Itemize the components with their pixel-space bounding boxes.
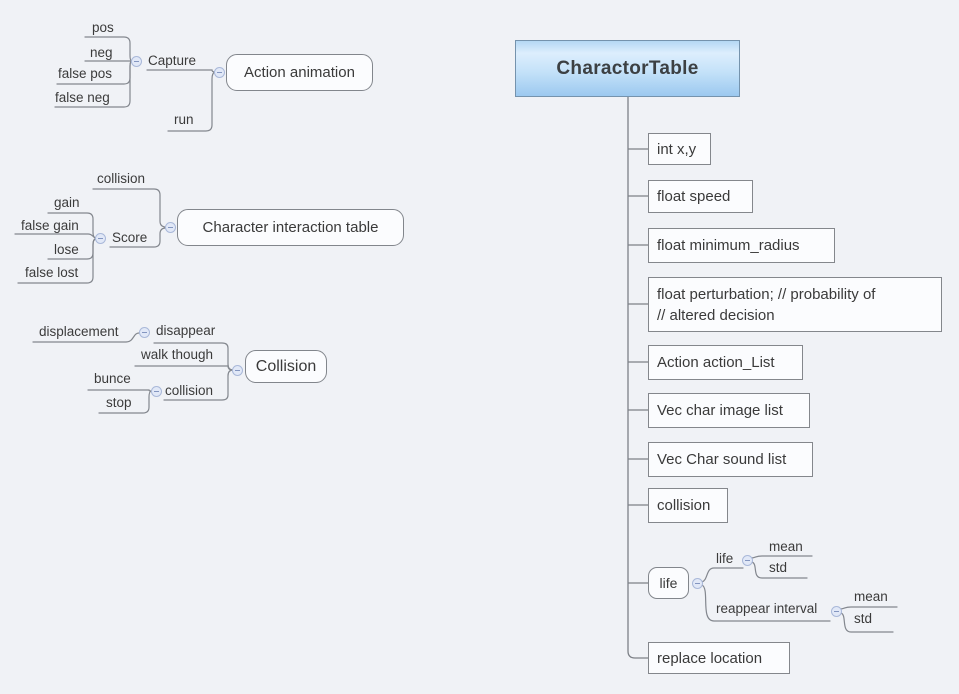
node-pos[interactable]: pos — [92, 20, 114, 35]
minus-icon — [167, 227, 173, 228]
collapse-toggle-life[interactable] — [691, 577, 703, 589]
node-float-minimum-radius[interactable]: float minimum_radius — [648, 228, 835, 263]
node-charactor-table-root[interactable]: CharactorTable — [515, 40, 740, 97]
node-false-lost[interactable]: false lost — [25, 265, 79, 280]
minus-icon — [142, 332, 147, 333]
collapse-toggle-collision[interactable] — [232, 364, 243, 376]
node-false-pos[interactable]: false pos — [58, 66, 113, 81]
node-action-action-list[interactable]: Action action_List — [648, 345, 803, 380]
node-reappear-interval[interactable]: reappear interval — [716, 601, 818, 616]
node-reappear-std[interactable]: std — [854, 611, 873, 626]
node-collision[interactable]: Collision — [245, 350, 327, 383]
collapse-toggle-life-inner[interactable] — [742, 554, 753, 566]
node-walk-though[interactable]: walk though — [141, 347, 214, 362]
node-bunce[interactable]: bunce — [94, 371, 131, 386]
minus-icon — [235, 369, 240, 371]
minus-icon — [133, 60, 139, 62]
node-lose[interactable]: lose — [54, 242, 79, 257]
node-float-perturbation[interactable]: float perturbation; // probability of //… — [648, 277, 942, 332]
node-collision-score[interactable]: collision — [97, 171, 146, 186]
minus-icon — [834, 610, 839, 612]
node-life-inner[interactable]: life — [716, 551, 734, 566]
node-life-mean[interactable]: mean — [769, 539, 803, 554]
minus-icon — [97, 238, 103, 239]
minus-icon — [745, 559, 750, 561]
collapse-toggle-character-interaction[interactable] — [164, 222, 176, 233]
node-vec-char-sound-list[interactable]: Vec Char sound list — [648, 442, 813, 477]
node-character-interaction-table[interactable]: Character interaction table — [177, 209, 404, 246]
minus-icon — [216, 71, 222, 73]
node-neg[interactable]: neg — [90, 45, 113, 60]
node-score[interactable]: Score — [112, 230, 148, 245]
minus-icon — [694, 582, 700, 584]
node-disappear[interactable]: disappear — [156, 323, 216, 338]
node-displacement[interactable]: displacement — [39, 324, 119, 339]
collapse-toggle-disappear[interactable] — [139, 327, 150, 338]
node-action-animation[interactable]: Action animation — [226, 54, 373, 91]
node-gain[interactable]: gain — [54, 195, 80, 210]
collapse-toggle-action-animation[interactable] — [213, 66, 225, 78]
node-int-xy[interactable]: int x,y — [648, 133, 711, 165]
collapse-toggle-collision-sub[interactable] — [151, 385, 162, 397]
node-capture[interactable]: Capture — [148, 53, 197, 68]
node-reappear-mean[interactable]: mean — [854, 589, 888, 604]
node-life[interactable]: life — [648, 567, 689, 599]
node-replace-location[interactable]: replace location — [648, 642, 790, 674]
node-false-gain[interactable]: false gain — [21, 218, 79, 233]
node-life-std[interactable]: std — [769, 560, 788, 575]
node-collision-attr[interactable]: collision — [648, 488, 728, 523]
collapse-toggle-capture[interactable] — [130, 55, 142, 67]
node-vec-char-image-list[interactable]: Vec char image list — [648, 393, 810, 428]
node-false-neg[interactable]: false neg — [55, 90, 110, 105]
collapse-toggle-reappear-interval[interactable] — [831, 605, 842, 617]
collapse-toggle-score[interactable] — [94, 233, 106, 244]
minus-icon — [154, 390, 159, 392]
node-collision-sub[interactable]: collision — [165, 383, 214, 398]
node-stop[interactable]: stop — [106, 395, 132, 410]
node-run[interactable]: run — [174, 112, 194, 127]
node-float-speed[interactable]: float speed — [648, 180, 753, 213]
